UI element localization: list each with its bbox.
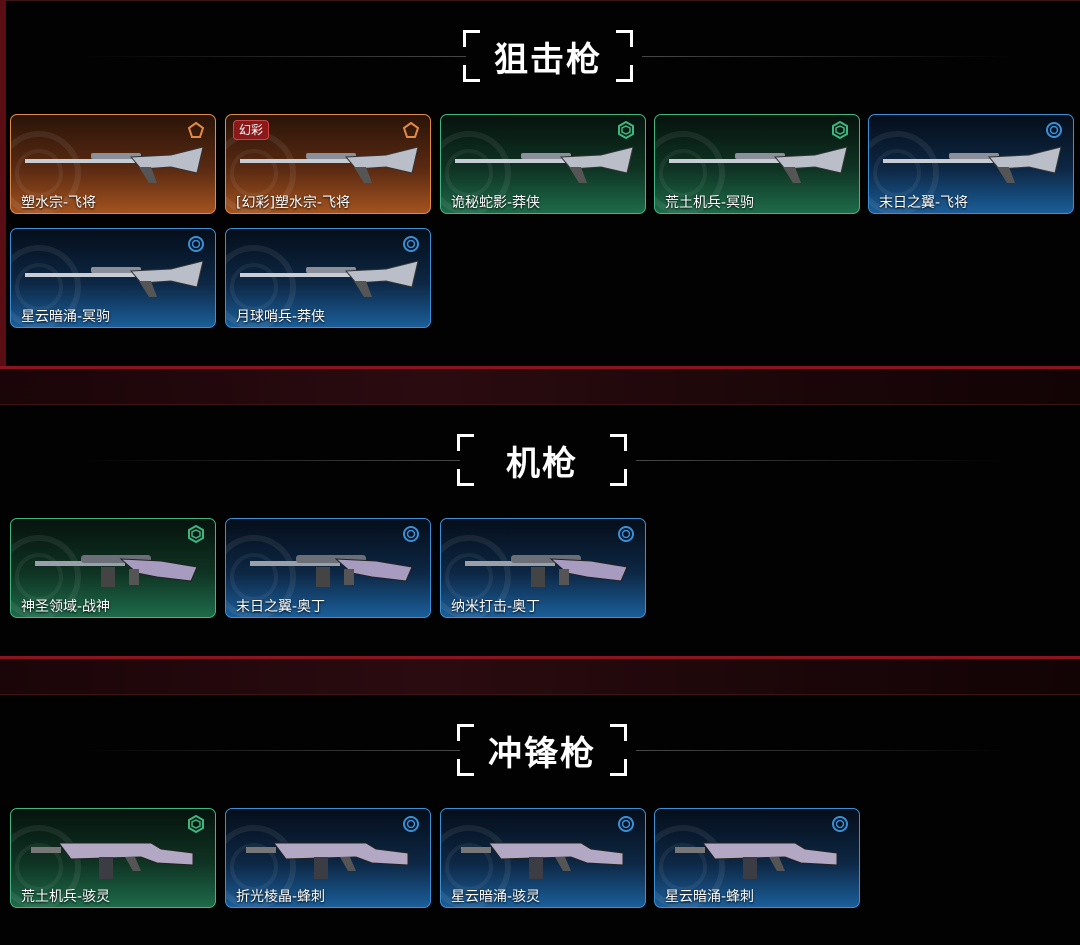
weapon-skin-name: 诡秘蛇影-莽侠	[451, 195, 541, 211]
weapon-skin-name: 末日之翼-奥丁	[236, 599, 326, 615]
circle-tier-icon	[402, 525, 420, 543]
circle-tier-icon	[831, 815, 849, 833]
weapon-skin-name: 折光棱晶-蜂刺	[236, 889, 326, 905]
circle-tier-icon	[617, 525, 635, 543]
weapon-skin-card[interactable]: 末日之翼-飞将	[868, 114, 1074, 214]
weapon-skin-name: 末日之翼-飞将	[879, 195, 969, 211]
circle-tier-icon	[402, 235, 420, 253]
card-bg-ring	[655, 825, 725, 907]
card-bg-ring	[11, 535, 81, 617]
weapon-skin-name: [幻彩]塑水宗-飞将	[236, 195, 350, 211]
card-bg-ring-inner	[230, 263, 278, 311]
title-rule-left	[80, 750, 460, 751]
weapon-image	[236, 247, 422, 309]
card-bg-ring-inner	[230, 553, 278, 601]
weapon-skin-name: 塑水宗-飞将	[21, 195, 97, 211]
card-bg-ring	[226, 535, 296, 617]
weapon-skin-card[interactable]: 月球哨兵-莽侠	[225, 228, 431, 328]
weapon-skin-name: 星云暗涌-蜂刺	[665, 889, 755, 905]
card-bg-ring	[226, 825, 296, 907]
weapon-skin-name: 月球哨兵-莽侠	[236, 309, 326, 325]
weapon-skin-card[interactable]: 荒土机兵-冥驹	[654, 114, 860, 214]
weapon-image	[21, 247, 207, 309]
weapon-skin-name: 星云暗涌-骇灵	[451, 889, 541, 905]
title-rule-right	[636, 750, 1006, 751]
section-title: 机枪	[457, 434, 627, 486]
pentagon-tier-icon	[187, 121, 205, 139]
card-bg-ring-inner	[873, 149, 921, 197]
hexagon-tier-icon	[187, 814, 205, 834]
section-title: 冲锋枪	[457, 724, 627, 776]
card-bg-ring	[655, 131, 725, 213]
weapon-image	[21, 827, 207, 889]
hexagon-tier-icon	[187, 524, 205, 544]
weapon-image	[236, 133, 422, 195]
weapon-skin-name: 荒土机兵-骇灵	[21, 889, 111, 905]
section-divider	[0, 656, 1080, 694]
card-bg-ring-inner	[445, 553, 493, 601]
weapon-image	[21, 537, 207, 599]
weapon-image	[451, 133, 637, 195]
weapon-image	[236, 827, 422, 889]
card-bg-ring	[11, 825, 81, 907]
weapon-skin-card[interactable]: 末日之翼-奥丁	[225, 518, 431, 618]
card-bg-ring-inner	[15, 553, 63, 601]
weapon-image	[451, 537, 637, 599]
circle-tier-icon	[402, 815, 420, 833]
card-bg-ring-inner	[230, 843, 278, 891]
circle-tier-icon	[617, 815, 635, 833]
weapon-skin-card[interactable]: 诡秘蛇影-莽侠	[440, 114, 646, 214]
hexagon-tier-icon	[617, 120, 635, 140]
card-bg-ring	[441, 535, 511, 617]
weapon-image	[879, 133, 1065, 195]
circle-tier-icon	[187, 235, 205, 253]
weapon-image	[665, 827, 851, 889]
weapon-image	[236, 537, 422, 599]
weapon-skin-name: 荒土机兵-冥驹	[665, 195, 755, 211]
title-rule-right	[636, 460, 1006, 461]
weapon-skin-name: 纳米打击-奥丁	[451, 599, 541, 615]
card-bg-ring-inner	[15, 843, 63, 891]
title-rule-right	[642, 56, 1012, 57]
weapon-skin-name: 神圣领域-战神	[21, 599, 111, 615]
hexagon-tier-icon	[831, 120, 849, 140]
weapon-skin-card[interactable]: 塑水宗-飞将	[10, 114, 216, 214]
weapon-skin-card[interactable]: 折光棱晶-蜂刺	[225, 808, 431, 908]
weapon-skin-card[interactable]: 幻彩 [幻彩]塑水宗-飞将	[225, 114, 431, 214]
card-bg-ring	[11, 245, 81, 327]
card-bg-ring	[441, 131, 511, 213]
weapon-skin-card[interactable]: 纳米打击-奥丁	[440, 518, 646, 618]
variant-badge: 幻彩	[233, 120, 270, 140]
weapon-skin-card[interactable]: 神圣领域-战神	[10, 518, 216, 618]
card-bg-ring	[11, 131, 81, 213]
weapon-skin-card[interactable]: 星云暗涌-骇灵	[440, 808, 646, 908]
title-rule-left	[86, 56, 466, 57]
card-bg-ring-inner	[659, 843, 707, 891]
weapon-skin-card[interactable]: 星云暗涌-蜂刺	[654, 808, 860, 908]
circle-tier-icon	[1045, 121, 1063, 139]
weapon-image	[21, 133, 207, 195]
weapon-skin-card[interactable]: 荒土机兵-骇灵	[10, 808, 216, 908]
card-bg-ring	[226, 245, 296, 327]
card-bg-ring-inner	[445, 149, 493, 197]
weapon-skin-card[interactable]: 星云暗涌-冥驹	[10, 228, 216, 328]
title-rule-left	[80, 460, 460, 461]
pentagon-tier-icon	[402, 121, 420, 139]
card-bg-ring-inner	[15, 149, 63, 197]
weapon-skin-name: 星云暗涌-冥驹	[21, 309, 111, 325]
card-bg-ring-inner	[659, 149, 707, 197]
weapon-image	[665, 133, 851, 195]
weapon-image	[451, 827, 637, 889]
section-divider	[0, 366, 1080, 404]
section-title: 狙击枪	[463, 30, 633, 82]
card-bg-ring-inner	[230, 149, 278, 197]
card-bg-ring-inner	[15, 263, 63, 311]
card-bg-ring-inner	[445, 843, 493, 891]
card-bg-ring	[441, 825, 511, 907]
card-bg-ring	[869, 131, 939, 213]
